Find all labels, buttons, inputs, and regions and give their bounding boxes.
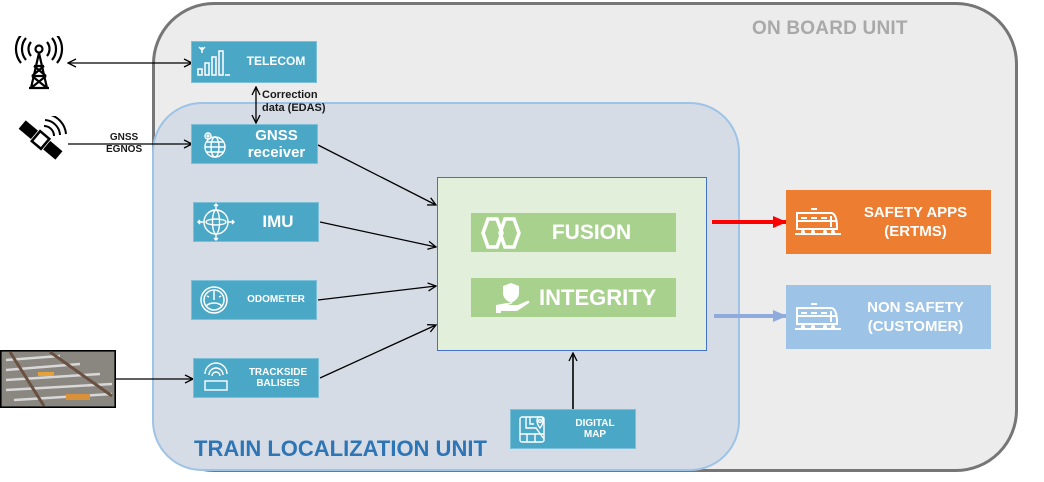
gyroscope-icon (194, 203, 238, 241)
safety-apps-line1: SAFETY APPS (863, 203, 968, 221)
non-safety-line1: NON SAFETY (867, 298, 964, 316)
integrity-block[interactable]: INTEGRITY (471, 278, 676, 317)
train-icon (786, 207, 850, 237)
fusion-integrity-core: FUSION INTEGRITY (437, 177, 707, 351)
gnss-label-line2: receiver (247, 144, 306, 161)
imu-box[interactable]: IMU (193, 202, 319, 242)
gnss-egnos-label: GNSS EGNOS (106, 132, 142, 155)
globe-pin-icon (192, 125, 236, 163)
gnss-label-line1: GNSS (255, 126, 298, 144)
safety-apps-label: SAFETY APPS (ERTMS) (850, 203, 991, 242)
balise-core-arrow (319, 325, 436, 379)
balises-label-line2: BALISES (256, 378, 300, 389)
integrity-label: INTEGRITY (539, 284, 657, 310)
map-pin-icon (511, 410, 555, 448)
radio-tower-icon (14, 36, 64, 90)
correction-data-label: Correction data (EDAS) (262, 89, 326, 114)
railway-track-balise-photo (0, 350, 116, 408)
trackside-balises-label: TRACKSIDE BALISES (238, 367, 318, 390)
train-icon (786, 302, 850, 332)
balises-label-line1: TRACKSIDE (248, 366, 308, 378)
satellite-icon (18, 116, 67, 160)
gnss-receiver-label: GNSS receiver (236, 127, 317, 162)
fusion-label: FUSION (551, 220, 632, 244)
imu-label: IMU (262, 212, 294, 232)
imu-core-arrow (319, 221, 436, 247)
digital-map-label-line2: MAP (583, 429, 607, 440)
non-safety-line2: (CUSTOMER) (867, 318, 964, 335)
fusion-block[interactable]: FUSION (471, 213, 676, 252)
train-localization-unit-title: TRAIN LOCALIZATION UNIT (194, 436, 487, 461)
non-safety-label: NON SAFETY (CUSTOMER) (850, 298, 991, 337)
non-safety-box[interactable]: NON SAFETY (CUSTOMER) (786, 285, 991, 349)
odometer-core-arrow (317, 286, 436, 301)
correction-label-line1: Correction (262, 89, 318, 101)
digital-map-label: DIGITAL MAP (555, 418, 635, 441)
speedometer-icon (192, 281, 236, 319)
trackside-balises-box[interactable]: TRACKSIDE BALISES (193, 358, 319, 398)
gnss-receiver-box[interactable]: GNSS receiver (191, 124, 318, 164)
odometer-label: ODOMETER (247, 294, 305, 306)
shield-hand-icon (471, 281, 533, 315)
digital-map-label-line1: DIGITAL (575, 417, 615, 429)
hexagon-link-icon (471, 216, 531, 250)
odometer-box[interactable]: ODOMETER (191, 280, 317, 320)
signal-bars-icon (192, 42, 236, 82)
gnss-core-arrow (317, 144, 436, 205)
safety-apps-line2: (ERTMS) (884, 223, 947, 240)
telecom-box[interactable]: TELECOM (191, 41, 317, 83)
telecom-label: TELECOM (246, 54, 306, 69)
gnss-label-line: GNSS (109, 132, 139, 143)
correction-label-line2: data (EDAS) (262, 101, 326, 114)
digital-map-box[interactable]: DIGITAL MAP (510, 409, 636, 449)
on-board-unit-title: ON BOARD UNIT (752, 18, 908, 39)
egnos-label-line: EGNOS (106, 143, 143, 155)
balise-signal-icon (194, 359, 238, 397)
safety-apps-box[interactable]: SAFETY APPS (ERTMS) (786, 190, 991, 254)
